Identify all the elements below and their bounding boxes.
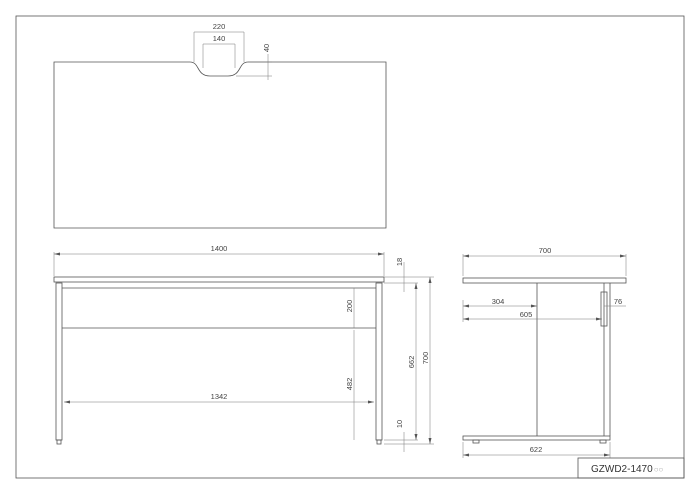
dim-foot-height: 10	[395, 420, 404, 428]
right-foot	[376, 439, 382, 445]
front-view: 1400 200 482 1342 18 10	[53, 244, 434, 452]
side-base	[462, 435, 611, 441]
dim-top-thickness: 18	[395, 258, 404, 266]
model-number: GZWD2-1470○○	[591, 464, 664, 475]
top-view: 220 140 40	[53, 22, 387, 229]
side-foot-back	[599, 439, 607, 444]
desktop-outline	[53, 61, 387, 229]
dim-notch-depth: 40	[262, 44, 271, 52]
left-leg	[55, 282, 63, 441]
dim-base-depth: 622	[530, 445, 543, 454]
dim-notch-outer: 220	[213, 22, 226, 31]
dim-front-width: 1400	[211, 244, 228, 253]
side-view: 700 304 605 76 622	[462, 246, 627, 458]
side-bracket	[600, 291, 608, 327]
dim-total-height: 700	[421, 352, 430, 365]
dim-inner-span: 1342	[211, 392, 228, 401]
front-desktop	[53, 276, 385, 283]
dim-side-depth: 700	[539, 246, 552, 255]
title-block: GZWD2-1470○○	[577, 457, 685, 479]
side-desktop	[462, 277, 627, 284]
dim-notch-inner: 140	[213, 34, 226, 43]
dim-lower-height: 482	[345, 378, 354, 391]
dim-side-offset: 76	[614, 297, 622, 306]
dim-inner-height: 662	[407, 356, 416, 369]
left-foot	[56, 439, 62, 445]
dim-side-inner-b: 605	[520, 310, 533, 319]
sheet-border	[15, 15, 685, 479]
dim-modesty-height: 200	[345, 300, 354, 313]
dim-side-inner-a: 304	[492, 297, 505, 306]
side-foot-front	[472, 439, 480, 444]
right-leg	[375, 282, 383, 441]
